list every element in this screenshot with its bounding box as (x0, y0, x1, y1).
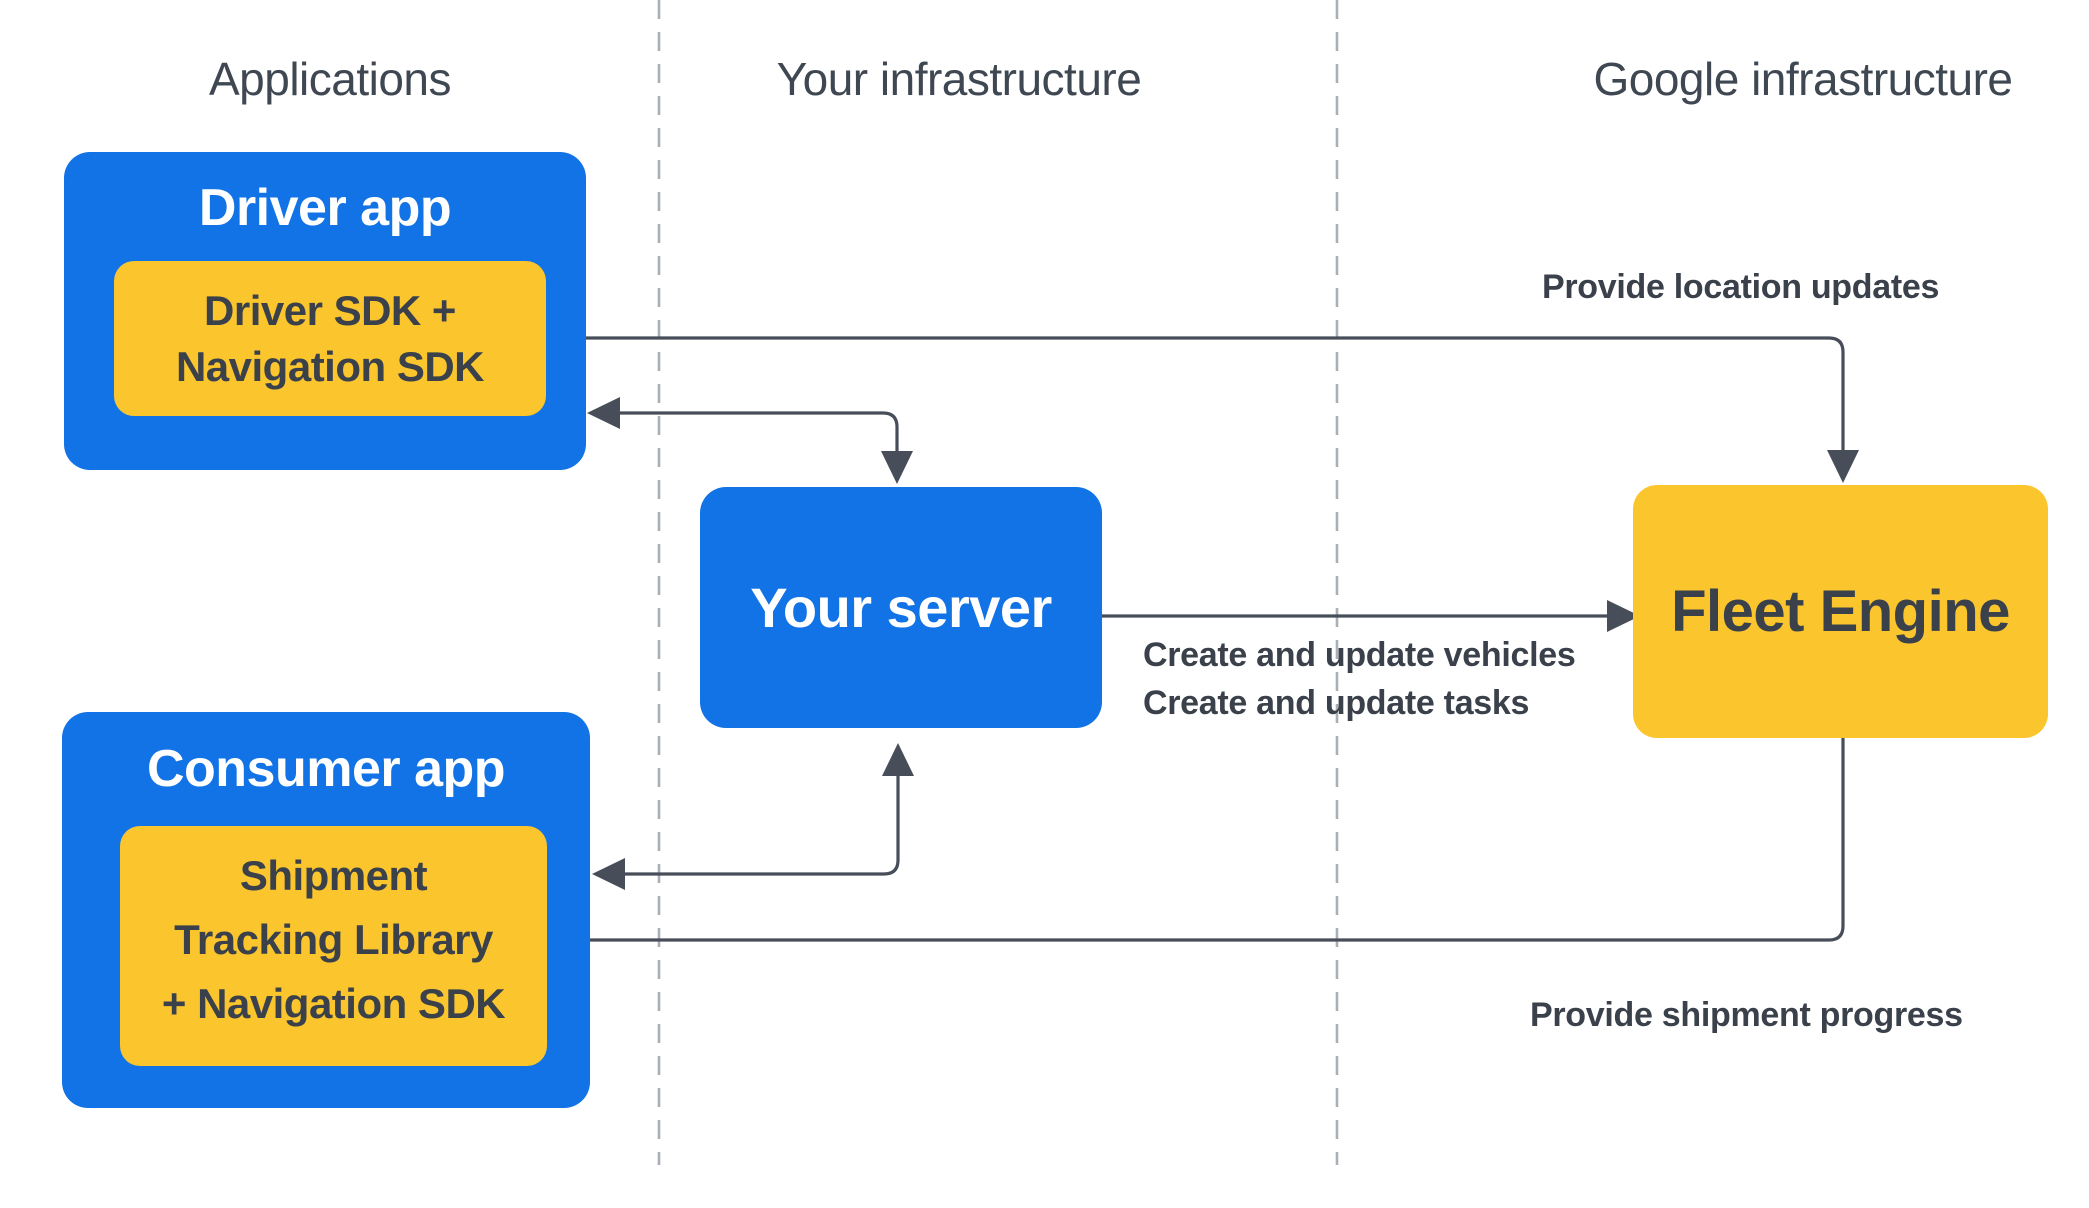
arrowhead-into-your-server-bottom (882, 743, 914, 776)
edge-your-server-fleet-engine (1102, 600, 1640, 632)
edge-shipment-progress-line (580, 738, 1845, 942)
label-provide-shipment-progress: Provide shipment progress (1530, 996, 1963, 1034)
driver-sdk-line-1: Driver SDK + (204, 287, 456, 334)
edge-driver-app-server-line (618, 411, 899, 453)
node-driver-app: Driver app Driver SDK + Navigation SDK (64, 152, 586, 470)
driver-app-title: Driver app (198, 179, 452, 237)
arrowhead-into-your-server-top (881, 451, 913, 484)
edge-consumer-app-your-server (592, 743, 914, 890)
node-fleet-engine: Fleet Engine (1633, 485, 2048, 738)
shipment-library-line-2: Tracking Library (174, 916, 493, 963)
edge-consumer-app-server-line (623, 774, 900, 876)
node-your-server: Your server (700, 487, 1102, 728)
lane-header-applications: Applications (208, 53, 452, 105)
arrowhead-into-consumer-app (592, 858, 625, 890)
edge-fleet-engine-shipment-library (549, 738, 1845, 956)
node-driver-sdk: Driver SDK + Navigation SDK (114, 261, 546, 416)
driver-sdk-line-2: Navigation SDK (175, 343, 485, 390)
shipment-library-line-1: Shipment (239, 852, 428, 899)
edge-driver-sdk-fleet-engine (547, 322, 1859, 483)
arrowhead-into-fleet-engine-top (1827, 450, 1859, 483)
arrowhead-into-fleet-engine-left (1607, 600, 1640, 632)
shipment-library-line-3: + Navigation SDK (161, 980, 506, 1027)
edge-driver-app-your-server (587, 397, 913, 484)
edge-location-updates-line (578, 336, 1845, 462)
node-consumer-app: Consumer app Shipment Tracking Library +… (62, 712, 590, 1108)
arrowhead-into-driver-app (587, 397, 620, 429)
node-shipment-tracking-library: Shipment Tracking Library + Navigation S… (120, 826, 547, 1066)
label-create-update-vehicles: Create and update vehicles (1143, 636, 1576, 674)
driver-sdk-label: Driver SDK + Navigation SDK (114, 283, 546, 395)
label-create-update-tasks: Create and update tasks (1143, 684, 1530, 722)
lane-header-google-infrastructure: Google infrastructure (1593, 53, 2013, 105)
shipment-library-label: Shipment Tracking Library + Navigation S… (120, 844, 547, 1036)
lane-header-your-infrastructure: Your infrastructure (776, 53, 1142, 105)
label-provide-location-updates: Provide location updates (1542, 268, 1940, 306)
consumer-app-title: Consumer app (146, 740, 506, 798)
